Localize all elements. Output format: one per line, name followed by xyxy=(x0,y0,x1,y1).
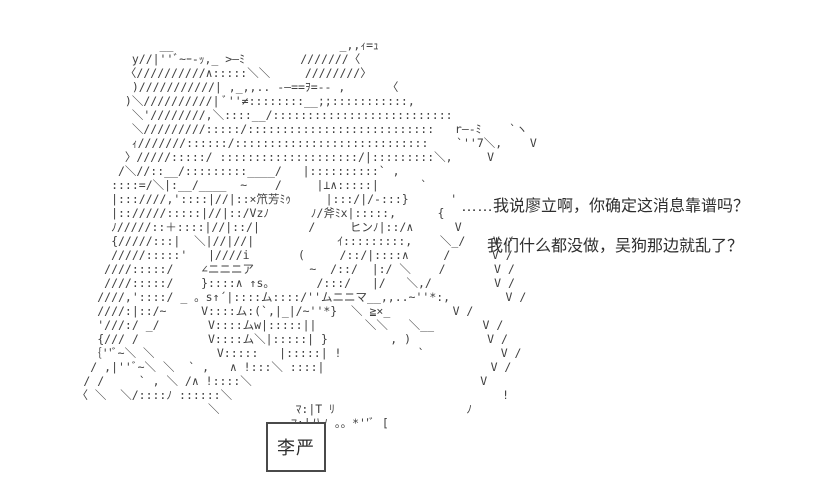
dialogue-line-1: ……我说廖立啊，你确定这消息靠谱吗？ xyxy=(461,198,750,215)
ascii-art-character: __ _,,ｨ=ｭ y//|''ﾞ~ｰ-ｯ,_ >―ﾐ ///////〈 〈//… xyxy=(76,38,537,430)
character-name-label: 李严 xyxy=(277,438,315,458)
character-name-box: 李严 xyxy=(266,422,326,472)
dialogue-line-2: 我们什么都没做，吴狗那边就乱了？ xyxy=(487,238,744,255)
